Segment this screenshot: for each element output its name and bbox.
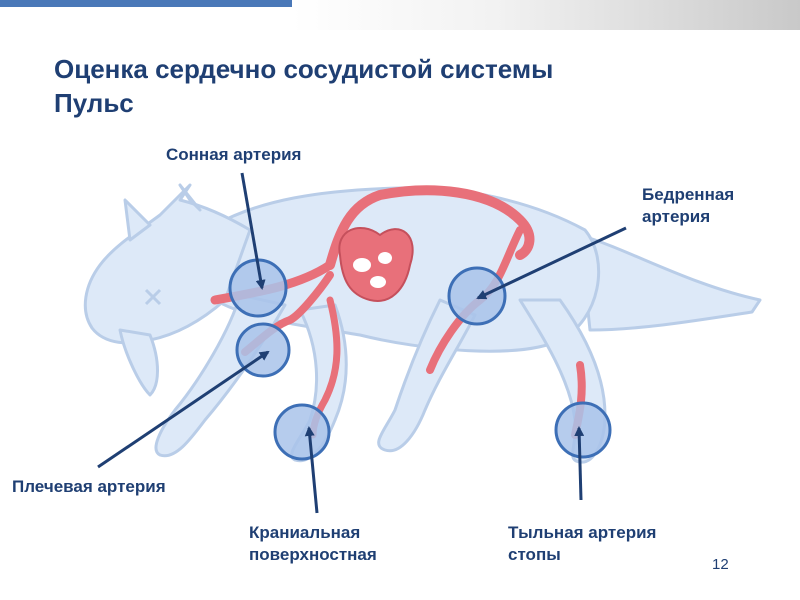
label-femoral-artery: Бедренная артерия [642,185,735,226]
header-gradient [292,0,800,30]
arrow-cranial-superficial [304,426,319,514]
pointer-arrows [97,172,627,514]
title-line-1: Оценка сердечно сосудистой системы [54,54,554,84]
pulse-point-cranial-superficial [273,403,331,461]
pulse-point-femoral [447,266,507,326]
arrow-brachial [97,350,270,469]
arrow-femoral [476,226,627,300]
label-brachial-artery: Плечевая артерия [12,477,166,496]
label-cranial-superficial: Краниальная поверхностная [249,523,377,564]
accent-bar [0,0,292,7]
pulse-point-dorsal-pedal [554,401,612,459]
page-number: 12 [712,556,729,573]
slide-title: Оценка сердечно сосудистой системы Пульс [54,52,553,120]
heart [338,226,414,302]
eye-mark [144,288,162,306]
title-line-2: Пульс [54,88,134,118]
label-carotid-artery: Сонная артерия [166,145,302,164]
label-dorsal-pedal-artery: Тыльная артерия стопы [508,523,657,564]
arrow-dorsal-pedal [574,426,585,501]
arrow-carotid [240,172,266,290]
